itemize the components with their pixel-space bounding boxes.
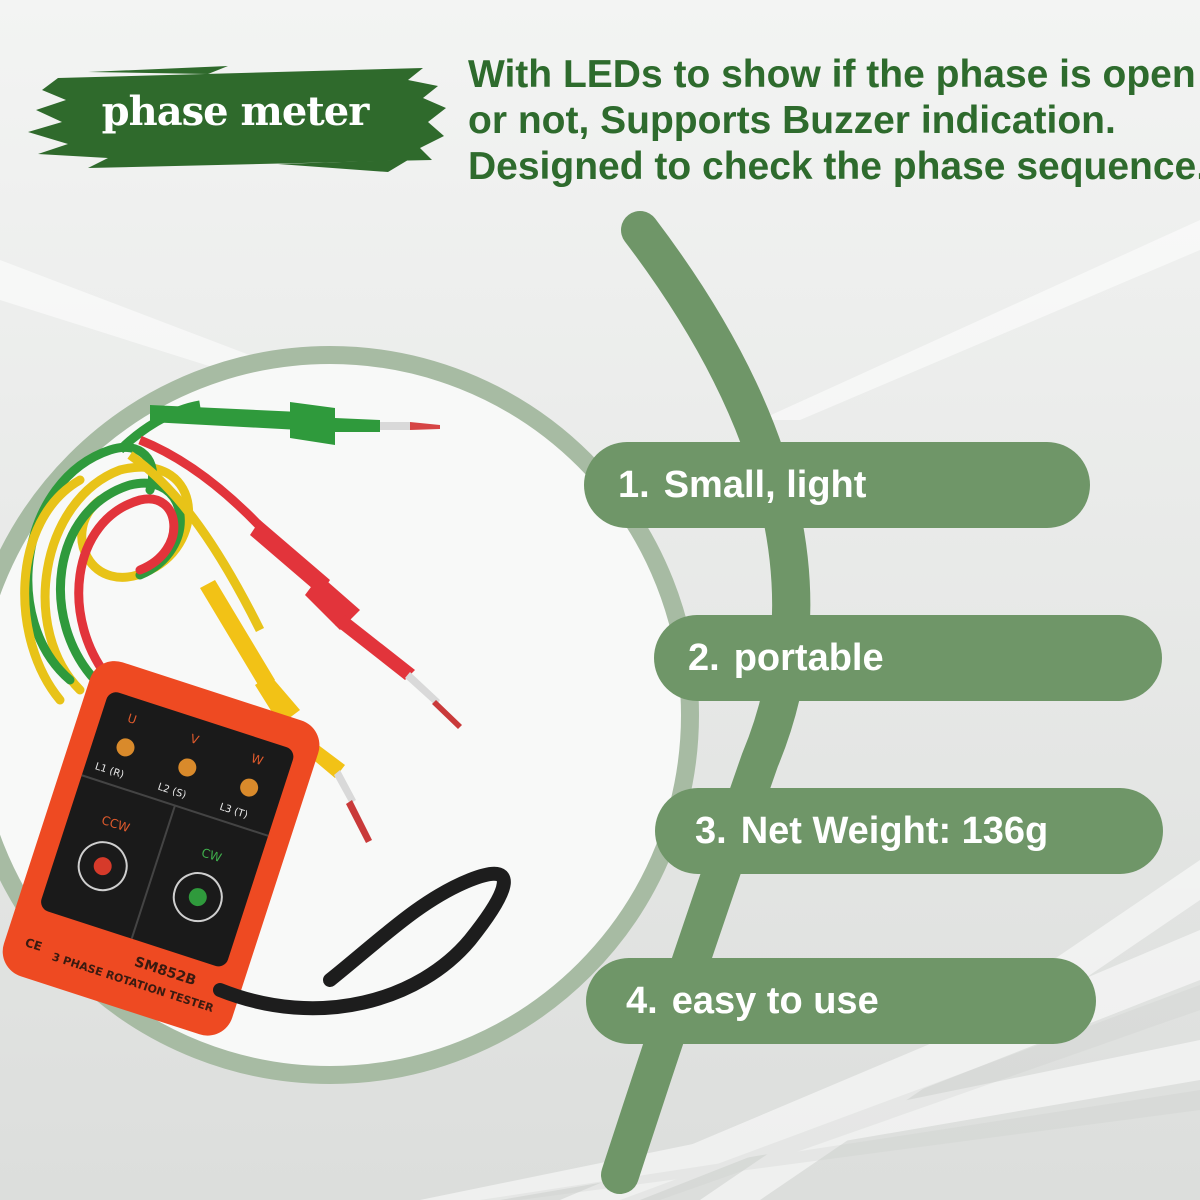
phase-tester-illustration: U V W L1 (R) L2 (S) L3 (T) CCW CW SM852B…	[2, 400, 511, 1036]
headline-line-1: With LEDs to show if the phase is open	[468, 53, 1196, 96]
headline: With LEDs to show if the phase is open o…	[468, 52, 1200, 190]
cw-label: CW	[200, 845, 224, 865]
feature-label: Net Weight: 136g	[740, 809, 1049, 852]
green-probe	[150, 402, 440, 445]
tester-body: U V W L1 (R) L2 (S) L3 (T) CCW CW SM852B…	[2, 661, 320, 1036]
led-w	[240, 778, 259, 797]
led-v	[178, 758, 197, 777]
feature-number: 3.	[695, 809, 727, 852]
headline-line-2: or not, Supports Buzzer indication.	[468, 99, 1116, 142]
led-u-label: U	[126, 711, 139, 727]
feature-number: 1.	[618, 463, 650, 506]
feature-pill-1: 1. Small, light	[584, 442, 1090, 528]
feature-pill-3: 3. Net Weight: 136g	[655, 788, 1163, 874]
brush-badge	[28, 66, 446, 172]
ccw-led	[93, 857, 112, 876]
red-probe	[250, 520, 462, 729]
feature-label: portable	[733, 636, 884, 679]
feature-pill-2: 2. portable	[654, 615, 1162, 701]
lanyard	[213, 866, 511, 1016]
feature-number: 4.	[626, 979, 658, 1022]
badge-label: phase meter	[101, 88, 370, 135]
feature-number: 2.	[688, 636, 720, 679]
feature-pill-4: 4. easy to use	[586, 958, 1096, 1044]
cw-led	[188, 888, 207, 907]
headline-line-3: Designed to check the phase sequence.	[468, 145, 1200, 188]
feature-label: easy to use	[671, 979, 879, 1022]
ce-mark: CE	[23, 935, 44, 954]
feature-label: Small, light	[663, 463, 867, 506]
led-w-label: W	[249, 751, 265, 768]
led-u	[116, 738, 135, 757]
